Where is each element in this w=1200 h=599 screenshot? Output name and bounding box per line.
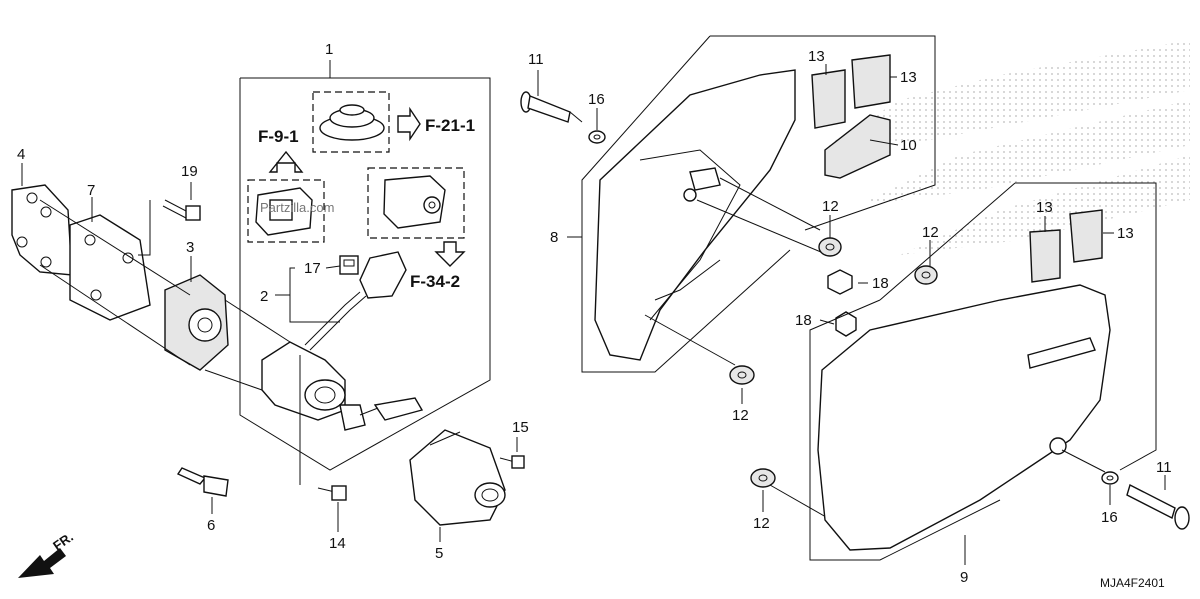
label-part-16-bottom: 16 xyxy=(1101,509,1118,526)
label-part-11-top: 11 xyxy=(528,51,544,68)
label-part-6: 6 xyxy=(207,517,215,534)
pad-13-d xyxy=(1069,209,1103,263)
label-part-17: 17 xyxy=(304,260,321,277)
label-part-12-c: 12 xyxy=(732,407,749,424)
wiring-harness xyxy=(275,251,407,351)
label-part-4: 4 xyxy=(17,146,25,163)
label-part-11-bottom: 11 xyxy=(1156,459,1172,476)
ref-f-34-2: F-34-2 xyxy=(410,272,460,291)
bolt-11-bottom xyxy=(1126,483,1190,530)
side-cover-9 xyxy=(817,284,1111,551)
ignition-switch xyxy=(261,341,424,431)
label-part-1: 1 xyxy=(325,41,333,58)
label-part-18-b: 18 xyxy=(795,312,812,329)
assembly-1-boundary xyxy=(239,60,491,471)
collar-18-b xyxy=(835,311,857,337)
label-part-8: 8 xyxy=(550,229,558,246)
connection-lines xyxy=(39,199,301,485)
diagram-code: MJA4F2401 xyxy=(1100,576,1165,590)
label-part-19: 19 xyxy=(181,163,198,180)
label-part-5: 5 xyxy=(435,545,443,562)
label-part-15: 15 xyxy=(512,419,529,436)
label-part-14: 14 xyxy=(329,535,346,552)
direction-label: FR. xyxy=(50,529,76,553)
pad-13-c xyxy=(1029,229,1061,283)
grommet-12-c xyxy=(644,314,755,385)
label-part-13-b: 13 xyxy=(900,69,917,86)
label-part-13-d: 13 xyxy=(1117,225,1134,242)
label-part-13-a: 13 xyxy=(808,48,825,65)
ref-f-21-1: F-21-1 xyxy=(425,116,475,135)
bolt-14 xyxy=(317,485,347,501)
collar-18-a xyxy=(827,269,853,295)
label-part-10: 10 xyxy=(900,137,917,154)
label-part-3: 3 xyxy=(186,239,194,256)
bracket-7 xyxy=(69,214,151,321)
pad-13-b xyxy=(851,54,891,109)
damper-mount xyxy=(683,167,829,256)
side-cover-8 xyxy=(594,69,796,361)
ref-f-9-1: F-9-1 xyxy=(258,127,299,146)
washer-16-top xyxy=(588,130,606,144)
bracket-4 xyxy=(11,184,73,276)
label-part-13-c: 13 xyxy=(1036,199,1053,216)
arrow-right-icon xyxy=(397,106,421,142)
washer-16-bottom xyxy=(1101,471,1119,485)
inset-switch-part xyxy=(367,167,465,239)
bolt-11-top xyxy=(520,91,583,123)
inset-cap-part xyxy=(312,91,390,153)
label-part-9: 9 xyxy=(960,569,968,586)
wing-emblem-background xyxy=(820,40,1190,255)
key-6 xyxy=(176,467,229,497)
assembly-8-boundary xyxy=(581,35,936,373)
pad-13-a xyxy=(811,69,846,129)
label-part-12-b: 12 xyxy=(922,224,939,241)
label-part-12-a: 12 xyxy=(822,198,839,215)
arrow-up-icon xyxy=(268,150,304,173)
label-part-18-a: 18 xyxy=(872,275,889,292)
assembly-9-boundary xyxy=(809,182,1157,561)
grommet-12-b xyxy=(914,265,938,285)
label-part-7: 7 xyxy=(87,182,95,199)
leader-lines xyxy=(21,64,1166,565)
connector-part xyxy=(339,255,359,275)
switch-base-3 xyxy=(164,274,229,371)
grommet-12-a xyxy=(818,237,842,257)
cover-5 xyxy=(409,429,506,526)
label-part-2: 2 xyxy=(260,288,268,305)
inset-bracket-part xyxy=(247,179,325,243)
bolt-15 xyxy=(499,455,525,469)
bolt-19 xyxy=(162,199,201,221)
label-part-12-d: 12 xyxy=(753,515,770,532)
label-part-16-top: 16 xyxy=(588,91,605,108)
direction-arrow-icon xyxy=(18,548,66,578)
arrow-down-icon xyxy=(434,241,466,267)
pad-10 xyxy=(824,114,891,179)
watermark: Partzilla.com xyxy=(260,200,334,215)
